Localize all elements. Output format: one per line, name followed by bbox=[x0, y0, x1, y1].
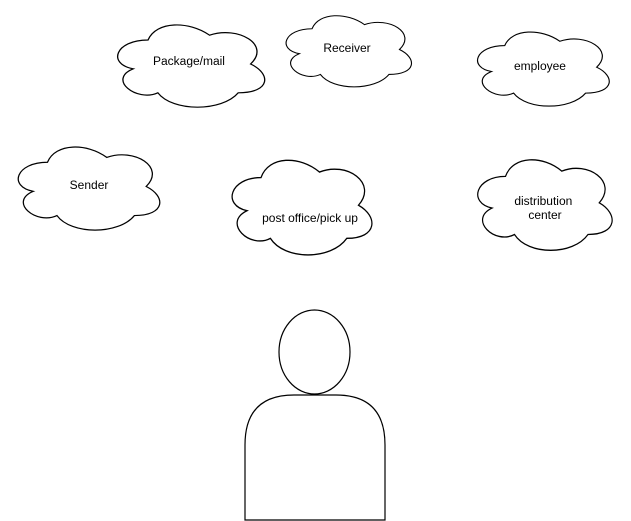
cloud-label-employee: employee bbox=[514, 59, 566, 73]
cloud-label-line: distribution bbox=[514, 194, 572, 208]
cloud-post-office[interactable]: post office/pick up bbox=[231, 159, 373, 256]
person-body bbox=[244, 394, 386, 521]
cloud-label-line: Package/mail bbox=[153, 54, 225, 68]
person-actor[interactable] bbox=[244, 309, 386, 521]
cloud-shape bbox=[477, 159, 613, 251]
cloud-shape bbox=[285, 15, 412, 88]
cloud-label-line: Receiver bbox=[323, 41, 370, 55]
cloud-label-line: Sender bbox=[70, 178, 109, 192]
cloud-package-mail[interactable]: Package/mail bbox=[117, 24, 266, 108]
cloud-shape bbox=[17, 146, 161, 231]
cloud-shape bbox=[117, 24, 266, 108]
cloud-employee[interactable]: employee bbox=[477, 31, 610, 107]
cloud-shape bbox=[477, 31, 610, 107]
cloud-label-sender: Sender bbox=[70, 178, 109, 192]
cloud-label-line: post office/pick up bbox=[262, 211, 358, 225]
cloud-label-receiver: Receiver bbox=[323, 41, 370, 55]
cloud-label-package-mail: Package/mail bbox=[153, 54, 225, 68]
cloud-label-distribution-center: distribution center bbox=[514, 194, 575, 222]
person-head bbox=[278, 309, 351, 395]
cloud-label-line: center bbox=[528, 208, 561, 222]
cloud-label-post-office: post office/pick up bbox=[262, 211, 358, 225]
cloud-label-line: employee bbox=[514, 59, 566, 73]
cloud-receiver[interactable]: Receiver bbox=[285, 15, 412, 88]
cloud-distribution-center[interactable]: distribution center bbox=[477, 159, 613, 251]
cloud-shape bbox=[231, 159, 373, 256]
cloud-sender[interactable]: Sender bbox=[17, 146, 161, 231]
